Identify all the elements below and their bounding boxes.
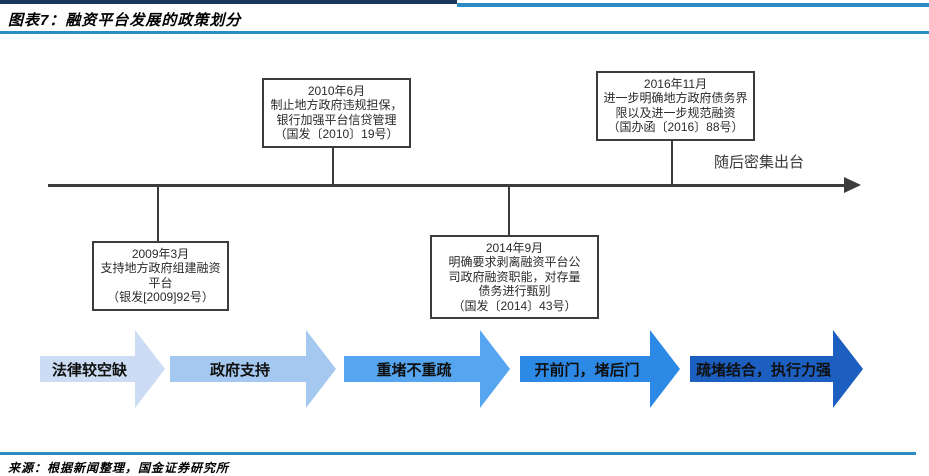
stage-arrow-3: 重堵不重疏 [344, 330, 510, 408]
stage-label: 政府支持 [209, 361, 270, 379]
event-box-2009: 2009年3月 支持地方政府组建融资 平台 （银发[2009]92号） [92, 241, 229, 311]
timeline-arrowhead-icon [844, 177, 861, 193]
event-box-2014: 2014年9月 明确要求剥离融资平台公 司政府融资职能，对存量 债务进行甄别 （… [430, 235, 599, 319]
figure-title: 图表7：融资平台发展的政策划分 [8, 12, 242, 29]
event-box-2016: 2016年11月 进一步明确地方政府债务界 限以及进一步规范融资 （国办函〔20… [596, 71, 755, 141]
title-underline [0, 31, 929, 34]
stage-arrow-2: 政府支持 [170, 330, 336, 408]
stage-arrow-4: 开前门，堵后门 [520, 330, 680, 408]
header-top-rule-blue [457, 3, 929, 7]
stage-arrow-5: 疏堵结合，执行力强 [690, 330, 863, 408]
footer-rule [0, 452, 916, 455]
event-box-2010: 2010年6月 制止地方政府违规担保， 银行加强平台信贷管理 （国发〔2010〕… [262, 78, 411, 148]
stage-label: 开前门，堵后门 [534, 361, 640, 379]
timeline-note: 随后密集出台 [714, 154, 805, 171]
connector-line-2016 [671, 130, 673, 186]
source-note: 来源：根据新闻整理，国金证券研究所 [8, 461, 230, 475]
connector-line-2010 [332, 132, 334, 186]
connector-line-2014 [508, 186, 510, 237]
stage-label: 重堵不重疏 [376, 361, 452, 379]
header-top-rule-dark [0, 0, 457, 4]
stage-label: 法律较空缺 [51, 361, 127, 379]
timeline-axis [48, 184, 846, 187]
stage-arrow-1: 法律较空缺 [40, 330, 165, 408]
stage-label: 疏堵结合，执行力强 [695, 361, 831, 379]
connector-line-2009 [157, 186, 159, 243]
